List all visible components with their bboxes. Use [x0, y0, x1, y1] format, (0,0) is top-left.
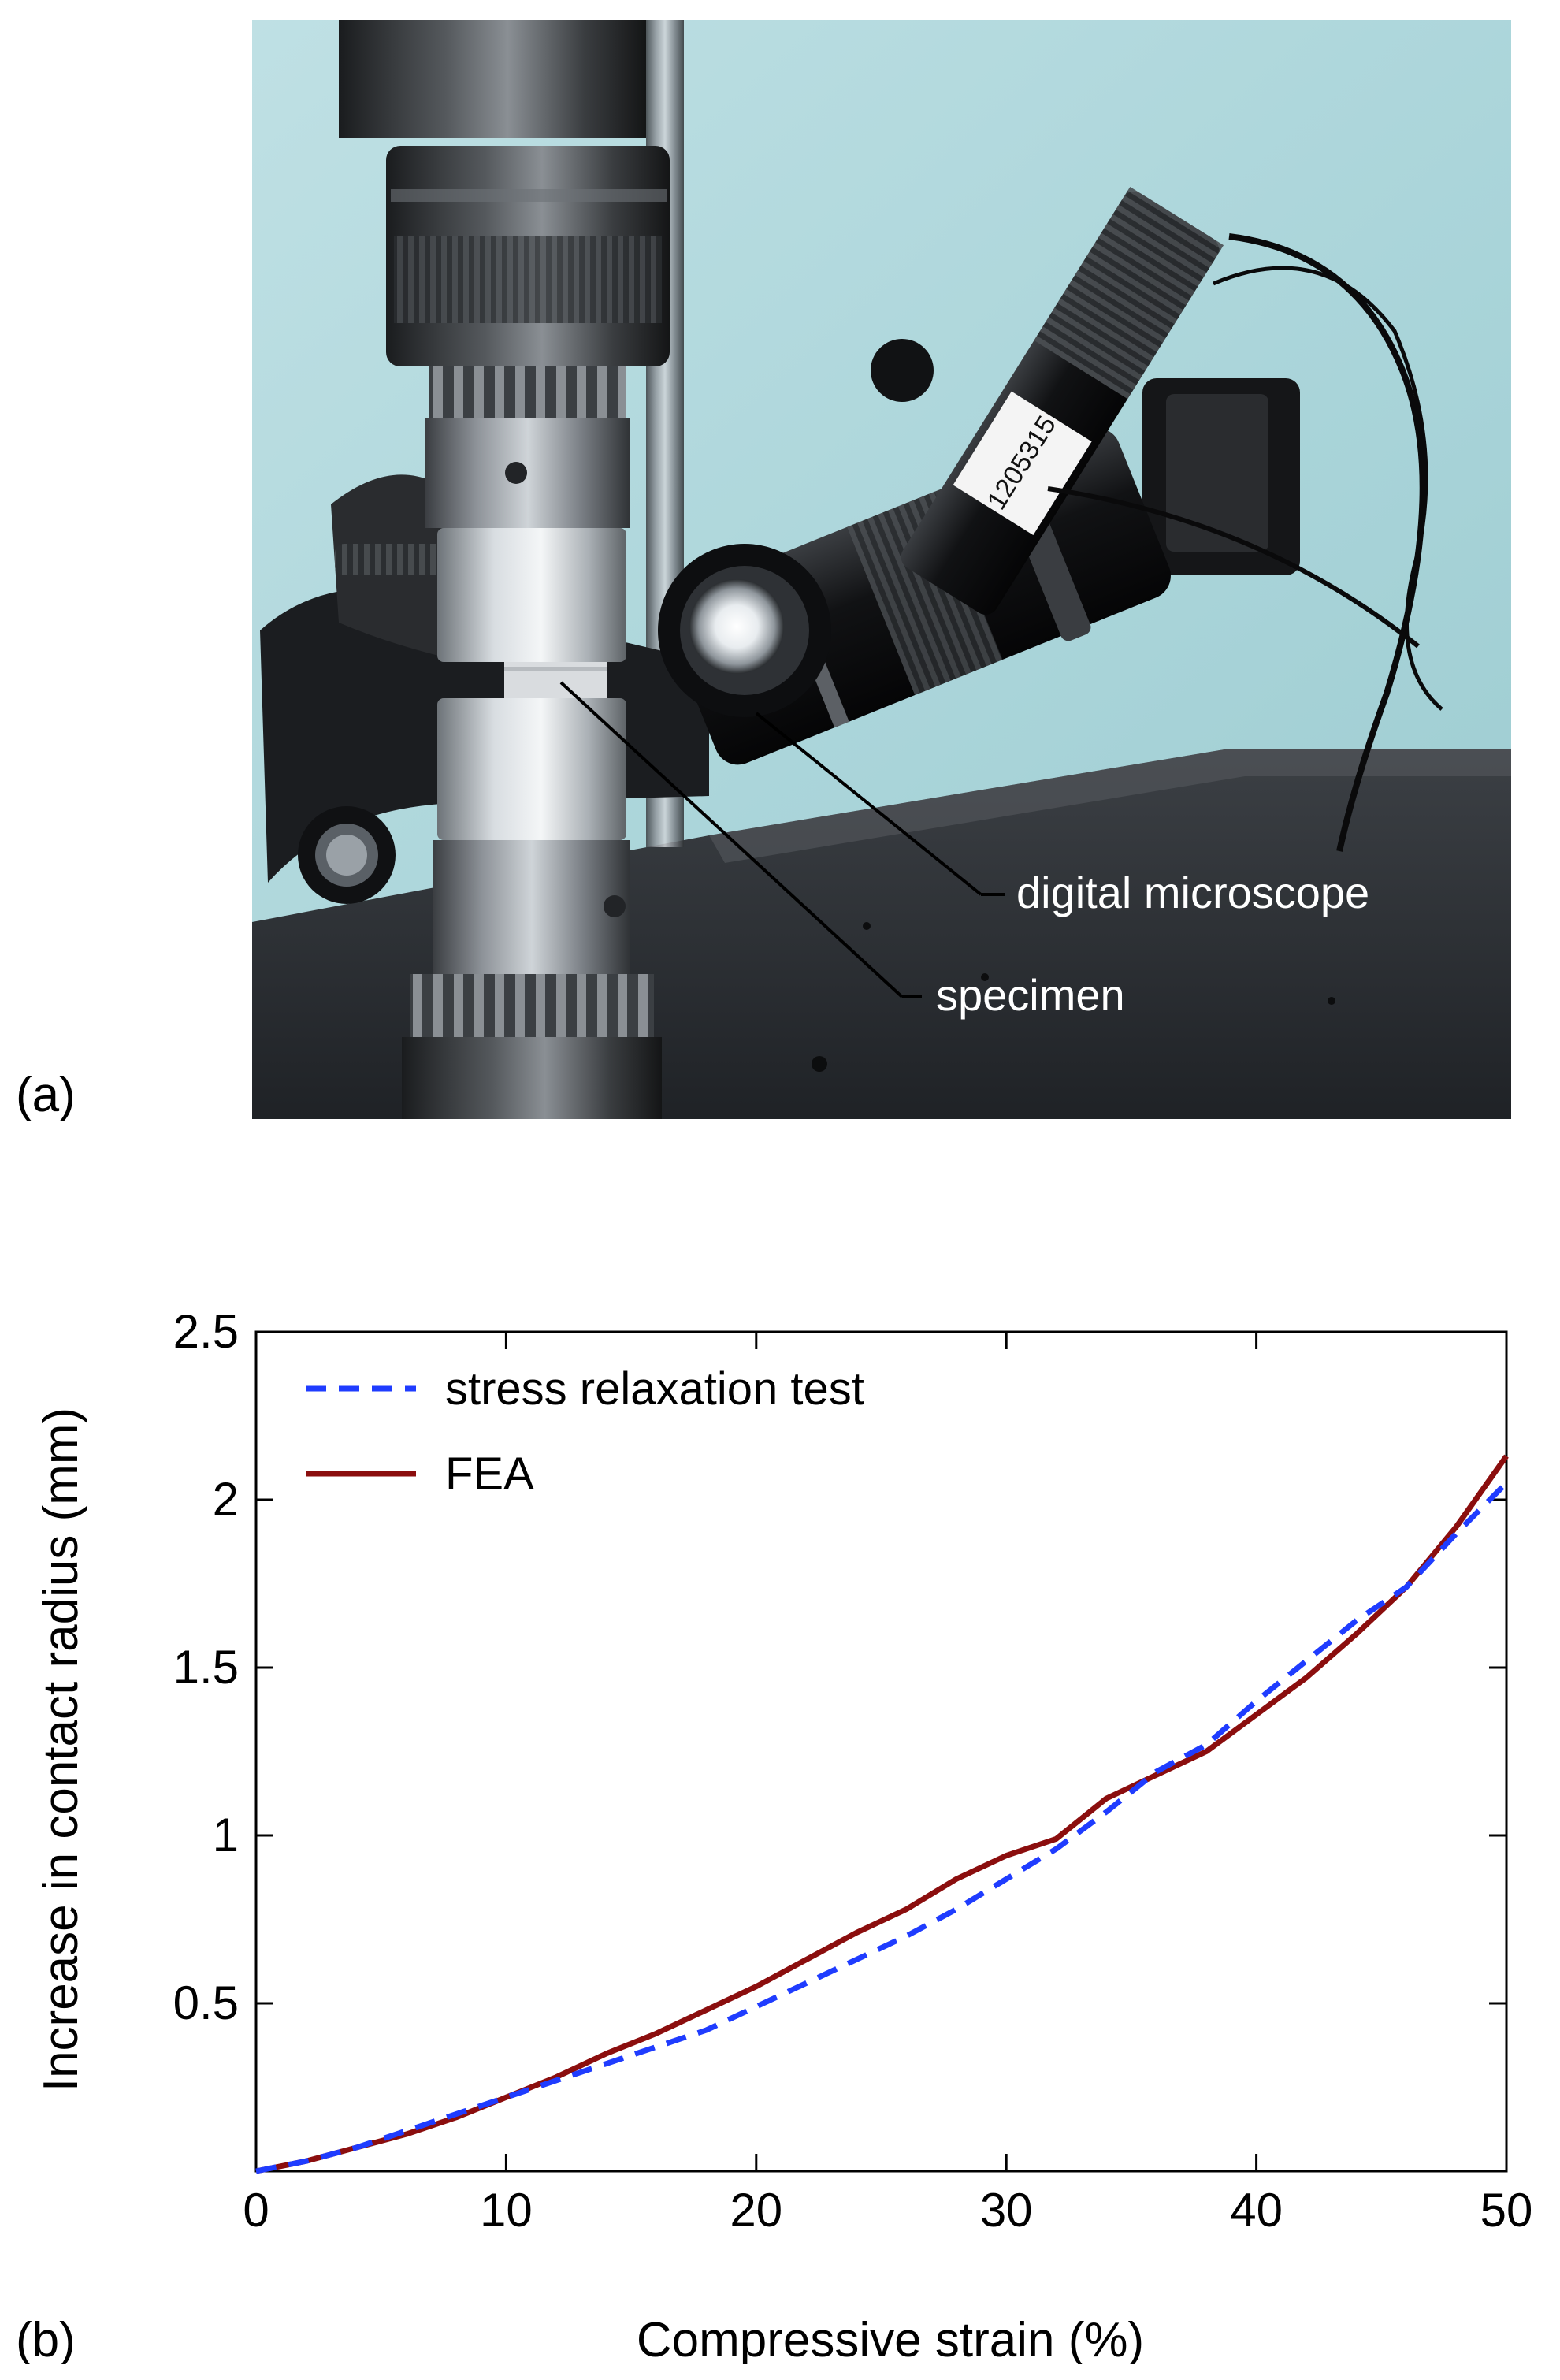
x-tick-label: 10 [480, 2184, 533, 2237]
x-tick-label: 20 [730, 2184, 782, 2237]
digital-microscope: 1205315 [658, 186, 1443, 852]
plot-frame [254, 1330, 1508, 2173]
x-tick-label: 40 [1230, 2184, 1283, 2237]
x-axis-label: Compressive strain (%) [637, 2313, 1144, 2364]
upper-spindle [339, 20, 646, 138]
y-tick-label: 2 [213, 1473, 239, 1526]
panel-b-label: (b) [16, 2313, 76, 2364]
annotation-leaders [559, 681, 1005, 998]
upper-jaw-body [425, 418, 630, 528]
chart-axes: 0 10 20 30 40 50 0.5 1 1.5 2 2.5 [173, 1305, 1533, 2237]
y-axis-label: Increase in contact radius (mm) [34, 1408, 88, 2092]
y-tick-label: 2.5 [173, 1305, 239, 1358]
series-line-fea [255, 1454, 1509, 2174]
lower-platen [437, 698, 626, 840]
y-tick-label: 1 [213, 1809, 239, 1861]
series-line-stress-relaxation-test [255, 1481, 1509, 2174]
y-tick-label: 1.5 [173, 1641, 239, 1694]
x-tick-label: 0 [243, 2184, 269, 2237]
lower-jaw-body [433, 840, 630, 974]
upper-platen [437, 528, 626, 662]
panel-a-photo: 1205315 digital microscope specimen (a) [16, 20, 1511, 1122]
annotation-digital-microscope: digital microscope [1016, 868, 1369, 917]
chart-series [255, 1454, 1509, 2174]
x-tick-label: 50 [1480, 2184, 1533, 2237]
annotation-specimen: specimen [936, 970, 1125, 1020]
x-tick-label: 30 [980, 2184, 1033, 2237]
lower-gear [410, 974, 654, 1037]
y-tick-label: 0.5 [173, 1977, 239, 2029]
legend-label: FEA [445, 1448, 534, 1500]
panel-a-label: (a) [16, 1068, 76, 1122]
legend-label: stress relaxation test [445, 1363, 864, 1415]
panel-b-chart: 0 10 20 30 40 50 0.5 1 1.5 2 2.5 stress relaxation… [16, 1305, 1533, 2364]
